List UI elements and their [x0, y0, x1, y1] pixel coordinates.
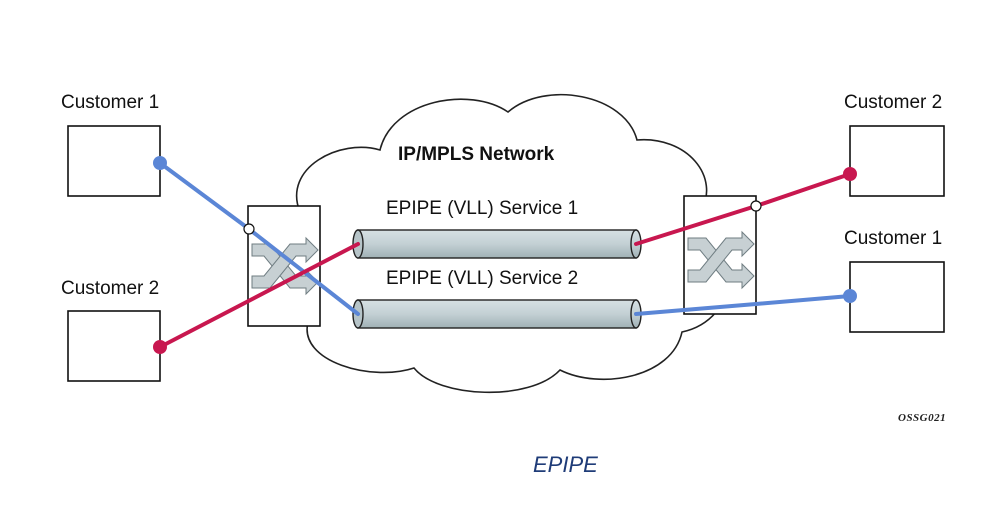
service-1-label: EPIPE (VLL) Service 1	[386, 198, 579, 219]
sap-left-circle	[243, 223, 255, 235]
customer-box-left-bottom	[67, 310, 161, 382]
figure-code: OSSG021	[898, 412, 947, 424]
endpoint-dot-left-bottom	[153, 340, 167, 354]
figure-caption: EPIPE	[533, 452, 598, 477]
endpoint-dot-left-top	[153, 156, 167, 170]
sap-right-circle	[750, 200, 762, 212]
switch-left-icon	[251, 236, 319, 296]
network-title: IP/MPLS Network	[398, 144, 555, 165]
customer-box-right-top	[849, 125, 945, 197]
customer-box-right-bottom	[849, 261, 945, 333]
service-2-pipe	[352, 299, 642, 329]
service-2-connection-line-right	[634, 294, 852, 316]
customer-box-left-top	[67, 125, 161, 197]
customer-label-left-bottom: Customer 2	[61, 278, 160, 299]
customer-label-left-top: Customer 1	[61, 92, 160, 113]
endpoint-dot-right-top	[843, 167, 857, 181]
switch-right-icon	[687, 230, 755, 290]
service-1-connection-line	[158, 242, 360, 349]
customer-label-right-top: Customer 2	[844, 92, 943, 113]
service-2-label: EPIPE (VLL) Service 2	[386, 268, 579, 289]
customer-label-right-bottom: Customer 1	[844, 228, 943, 249]
endpoint-dot-right-bottom	[843, 289, 857, 303]
service-1-pipe	[352, 229, 642, 259]
